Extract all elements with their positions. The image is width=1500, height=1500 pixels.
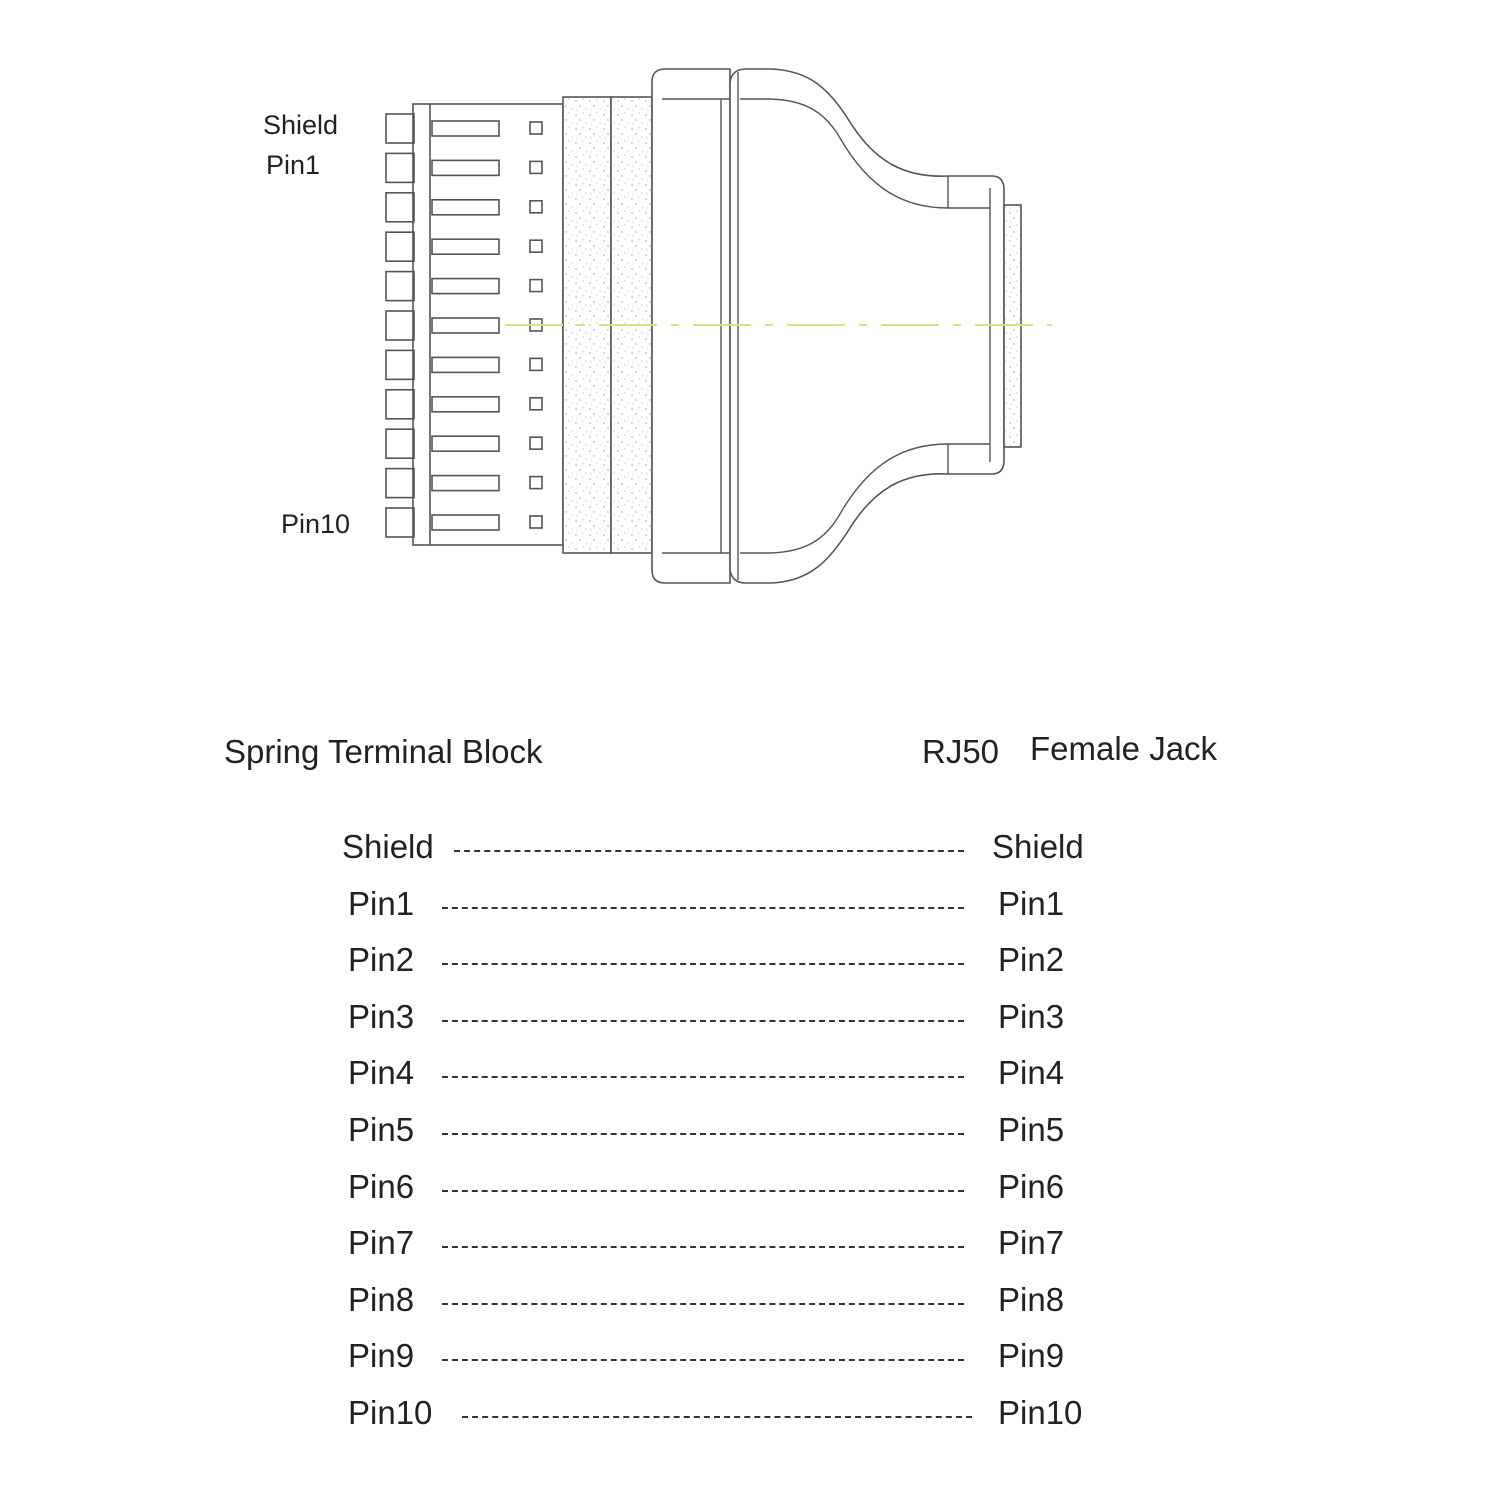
pin-connection-line: [442, 1302, 964, 1305]
pin-label-right: Pin9: [998, 1337, 1065, 1375]
pin-label-right: Pin6: [998, 1167, 1065, 1205]
pin-label-left: Pin2: [348, 941, 415, 979]
pinout-row: Shield Shield: [0, 828, 1500, 868]
pin-label-left: Pin9: [348, 1337, 415, 1375]
pin-connection-line: [442, 1359, 964, 1362]
terminal-pin: [385, 231, 543, 262]
pin-label-left: Pin7: [348, 1224, 415, 1262]
pin-label-right: Shield: [992, 828, 1084, 865]
pin-label-left: Pin10: [348, 1394, 433, 1431]
pin-connection-line: [442, 1019, 964, 1022]
pin-connection-line: [442, 963, 964, 966]
pinout-row: Pin7 Pin7: [0, 1224, 1500, 1264]
pin-label-right: Pin2: [998, 941, 1065, 979]
terminal-pin: [385, 270, 543, 302]
pin-connection-line: [442, 1076, 964, 1079]
pin-label-left: Pin5: [348, 1111, 415, 1148]
pinout-row: Pin4 Pin4: [0, 1054, 1500, 1094]
drawing-label-pin10: Pin10: [281, 509, 351, 539]
pin-label-right: Pin4: [998, 1054, 1065, 1092]
pin-connection-line: [442, 1133, 964, 1135]
pin-label-left: Pin8: [348, 1280, 415, 1318]
drawing-label-shield: Shield: [263, 110, 339, 140]
speckled-band-left: [562, 96, 612, 554]
header-spring-terminal-block: Spring Terminal Block: [224, 733, 543, 770]
pin-label-right: Pin8: [998, 1280, 1065, 1318]
pin-label-right: Pin7: [998, 1224, 1065, 1262]
pinout-row: Pin1 Pin1: [0, 885, 1500, 925]
terminal-pin: [385, 192, 543, 223]
pinout-row: Pin10 Pin10: [0, 1394, 1500, 1434]
terminal-pin: [385, 428, 543, 460]
drawing-label-pin1: Pin1: [266, 150, 321, 180]
pin-connection-line: [462, 1416, 972, 1418]
housing-flange: [651, 68, 731, 584]
header-female-jack: Female Jack: [1030, 730, 1218, 767]
pin-connection-line: [442, 1246, 964, 1249]
terminal-pin: [385, 388, 543, 420]
terminal-pin: [385, 467, 543, 499]
terminal-pin: [385, 349, 543, 381]
pin-label-left: Shield: [342, 828, 434, 865]
pin-connection-line: [442, 1189, 964, 1192]
connector-drawing: [385, 68, 1052, 584]
pin-connection-line: [454, 850, 964, 852]
pin-label-left: Pin4: [348, 1054, 415, 1092]
pin-label-right: Pin5: [998, 1111, 1065, 1148]
pinout-row: Pin8 Pin8: [0, 1281, 1500, 1321]
terminal-pin: [385, 152, 543, 184]
terminal-pin: [385, 113, 543, 144]
pinout-row: Pin5 Pin5: [0, 1111, 1500, 1151]
terminal-pin: [385, 507, 543, 538]
pinout-row: Pin3 Pin3: [0, 998, 1500, 1038]
pin-label-left: Pin6: [348, 1167, 415, 1205]
header-rj50-code: RJ50: [922, 733, 1000, 770]
pin-label-right: Pin1: [998, 884, 1065, 922]
pinout-row: Pin6 Pin6: [0, 1168, 1500, 1208]
pin-label-right: Pin10: [998, 1394, 1083, 1431]
pin-label-left: Pin1: [348, 884, 415, 922]
pin-label-left: Pin3: [348, 997, 415, 1035]
pin-connection-line: [442, 906, 964, 909]
pin-label-right: Pin3: [998, 997, 1065, 1035]
pinout-row: Pin9 Pin9: [0, 1337, 1500, 1377]
pinout-row: Pin2 Pin2: [0, 941, 1500, 981]
